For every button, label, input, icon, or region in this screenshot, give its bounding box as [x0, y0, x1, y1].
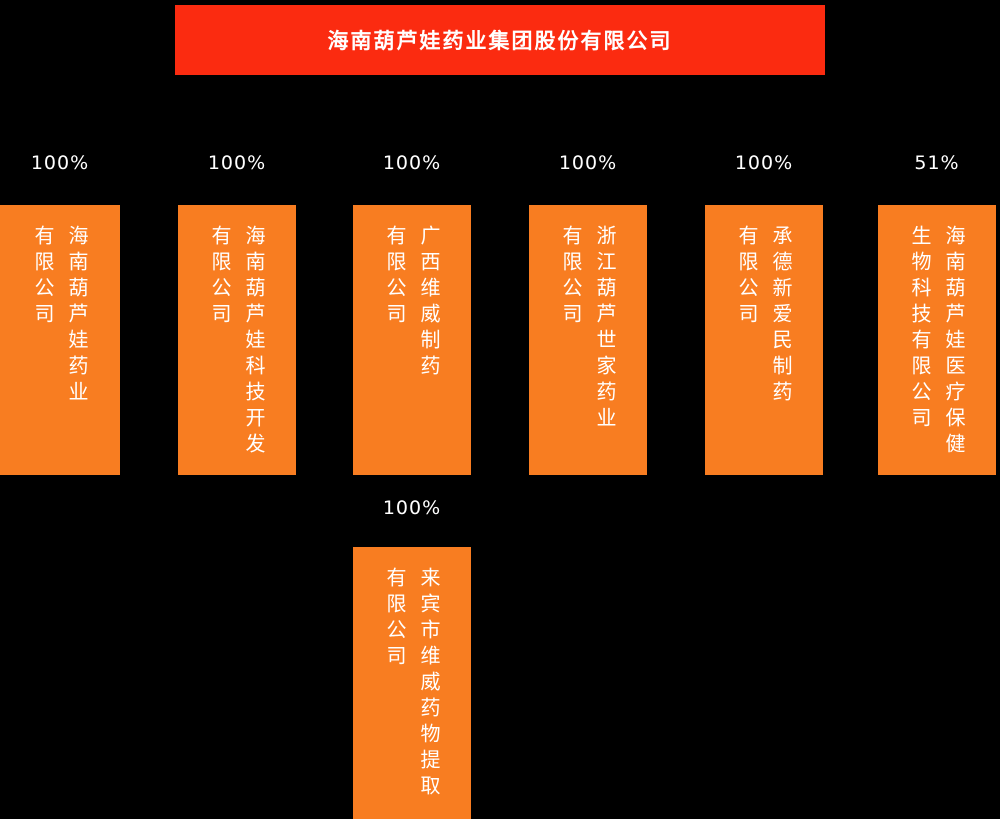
- subsidiary-box: 广西维威制药 有限公司: [353, 205, 471, 475]
- ownership-label: 100%: [382, 497, 442, 519]
- company-name-line: 浙江葫芦世家药业: [593, 225, 617, 433]
- subsidiary-name: 浙江葫芦世家药业 有限公司: [554, 225, 622, 433]
- company-name-line: 承德新爱民制药: [769, 225, 793, 407]
- subsidiary-name: 来宾市维威药物提取 有限公司: [378, 567, 446, 801]
- company-name-line: 来宾市维威药物提取: [417, 567, 441, 801]
- company-name-line: 有限公司: [383, 567, 407, 671]
- company-name-line: 海南葫芦娃药业: [65, 225, 89, 407]
- subsidiary-box: 浙江葫芦世家药业 有限公司: [529, 205, 647, 475]
- company-name-line: 有限公司: [735, 225, 759, 329]
- subsidiary-name: 海南葫芦娃医疗保健 生物科技有限公司: [903, 225, 971, 459]
- company-name-line: 海南葫芦娃科技开发: [242, 225, 266, 459]
- company-name-line: 生物科技有限公司: [908, 225, 932, 433]
- root-company-name: 海南葫芦娃药业集团股份有限公司: [327, 29, 673, 53]
- subsidiary-name: 海南葫芦娃药业 有限公司: [26, 225, 94, 407]
- subsidiary-box: 海南葫芦娃药业 有限公司: [0, 205, 120, 475]
- company-name-line: 有限公司: [559, 225, 583, 329]
- ownership-label: 51%: [914, 152, 960, 174]
- subsidiary-box: 海南葫芦娃医疗保健 生物科技有限公司: [878, 205, 996, 475]
- root-company-box: 海南葫芦娃药业集团股份有限公司: [175, 5, 825, 75]
- subsidiary-name: 承德新爱民制药 有限公司: [730, 225, 798, 407]
- subsidiary-box: 来宾市维威药物提取 有限公司: [353, 547, 471, 819]
- ownership-label: 100%: [207, 152, 267, 174]
- ownership-label: 100%: [382, 152, 442, 174]
- company-name-line: 有限公司: [208, 225, 232, 329]
- company-name-line: 有限公司: [31, 225, 55, 329]
- ownership-label: 100%: [734, 152, 794, 174]
- subsidiary-name: 海南葫芦娃科技开发 有限公司: [203, 225, 271, 459]
- subsidiary-box: 海南葫芦娃科技开发 有限公司: [178, 205, 296, 475]
- ownership-label: 100%: [558, 152, 618, 174]
- company-name-line: 有限公司: [383, 225, 407, 329]
- company-name-line: 海南葫芦娃医疗保健: [942, 225, 966, 459]
- ownership-label: 100%: [30, 152, 90, 174]
- subsidiary-box: 承德新爱民制药 有限公司: [705, 205, 823, 475]
- subsidiary-name: 广西维威制药 有限公司: [378, 225, 446, 381]
- company-name-line: 广西维威制药: [417, 225, 441, 381]
